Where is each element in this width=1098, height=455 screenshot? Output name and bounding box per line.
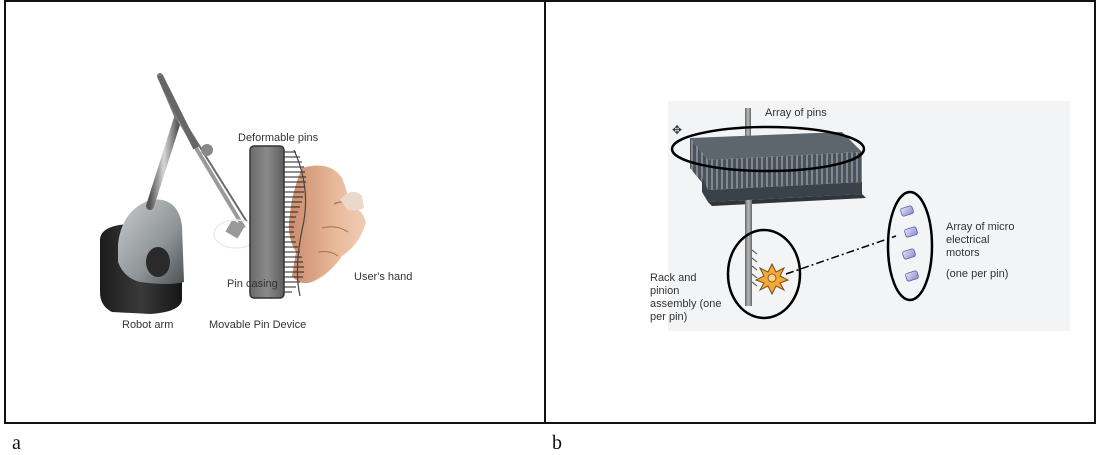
label-rack-pinion-line1: Rack and <box>650 272 696 284</box>
panel-b-letter: b <box>552 432 562 455</box>
label-motors-line3: motors <box>946 247 980 259</box>
label-rack-pinion-line3: assembly (one <box>650 298 722 310</box>
label-rack-pinion-line4: per pin) <box>650 311 687 323</box>
panel-a-letter: a <box>12 432 21 455</box>
label-one-per-pin: (one per pin) <box>946 268 1008 280</box>
label-array-of-pins: Array of pins <box>765 107 827 119</box>
label-motors-line2: electrical <box>946 234 989 246</box>
label-motors-line1: Array of micro <box>946 221 1014 233</box>
label-rack-pinion-line2: pinion <box>650 285 679 297</box>
